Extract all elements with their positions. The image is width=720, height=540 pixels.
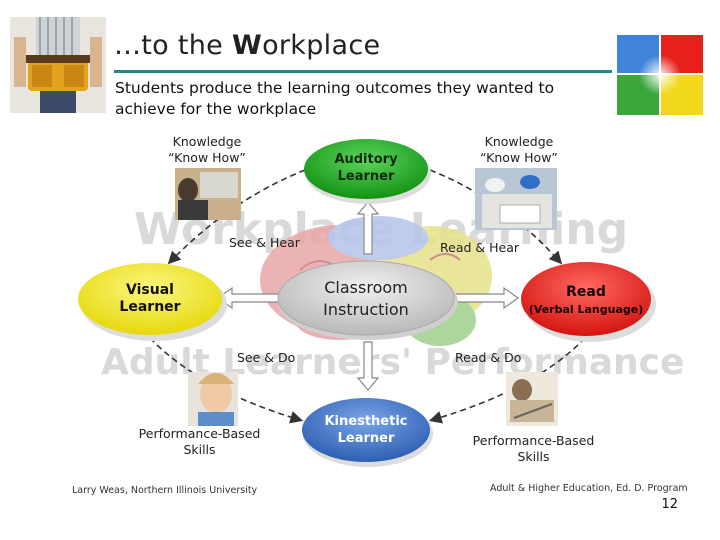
knowledge-label-left: Knowledge“Know How”	[168, 134, 246, 165]
color-squares-logo	[617, 35, 703, 115]
knowledge-label-right: Knowledge“Know How”	[480, 134, 558, 165]
see-hear-label: See & Hear	[229, 235, 300, 250]
classroom-node	[277, 260, 455, 336]
photo-office-worker	[175, 168, 241, 220]
worker-photo	[10, 17, 106, 113]
footer-author: Larry Weas, Northern Illinois University	[72, 485, 258, 496]
photo-woman-smiling	[188, 372, 238, 426]
photo-man-working	[506, 372, 558, 426]
kinesthetic-node	[302, 398, 430, 462]
read-verbal-label: Read(Verbal Language)	[528, 284, 644, 316]
slide-subtitle: Students produce the learning outcomes t…	[115, 79, 555, 118]
center-arrows	[216, 201, 520, 391]
photo-construction-workers	[475, 168, 557, 230]
see-do-label: See & Do	[237, 350, 296, 365]
read-node	[521, 262, 651, 336]
title-rule	[114, 70, 612, 73]
page-number: 12	[661, 497, 678, 512]
slide-title: …to the Workplace	[114, 30, 381, 61]
visual-node	[78, 263, 222, 335]
auditory-node	[304, 139, 428, 199]
read-do-label: Read & Do	[455, 350, 522, 365]
footer-program: Adult & Higher Education, Ed. D. Program	[490, 483, 688, 494]
read-hear-label: Read & Hear	[440, 240, 519, 255]
